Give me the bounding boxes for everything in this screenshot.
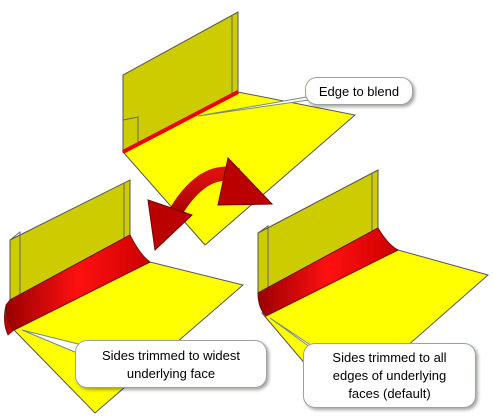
- callout-all-line3: faces (default): [348, 386, 431, 401]
- callout-edge-text: Edge to blend: [318, 84, 400, 99]
- right-blend-face: [257, 227, 400, 317]
- arrow-head-left: [147, 199, 193, 252]
- callout-trimmed-widest: Sides trimmed to widest underlying face: [75, 340, 267, 388]
- callout-all-line2: edges of underlying: [332, 368, 447, 383]
- transform-arrow: [147, 156, 274, 252]
- callout-widest-line1: Sides trimmed to widest: [102, 348, 240, 363]
- callout-trimmed-all-edges: Sides trimmed to all edges of underlying…: [303, 343, 476, 408]
- callout-widest-line2: underlying face: [126, 366, 216, 381]
- arrow-head-right: [217, 156, 274, 206]
- left-part: [4, 179, 245, 414]
- top-edge-highlight: [122, 90, 239, 154]
- callout-edge-to-blend: Edge to blend: [305, 77, 413, 105]
- right-part: [257, 169, 490, 406]
- callout-all-line1: Sides trimmed to all: [332, 350, 447, 365]
